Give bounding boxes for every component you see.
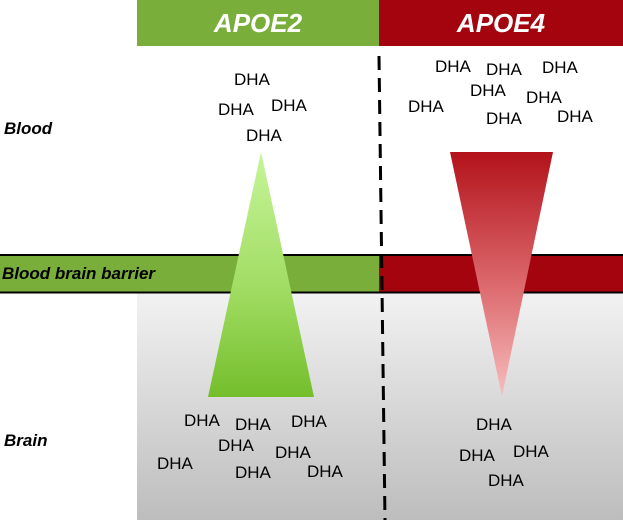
dha-label: DHA — [234, 70, 271, 89]
dha-label: DHA — [542, 58, 579, 77]
dha-label: DHA — [557, 107, 594, 126]
dha-label: DHA — [513, 442, 550, 461]
dha-label: DHA — [218, 436, 255, 455]
dha-label: DHA — [486, 60, 523, 79]
row-label-brain: Brain — [4, 431, 47, 450]
dha-label: DHA — [291, 412, 328, 431]
apoe2-header-bar — [137, 0, 379, 46]
dha-label: DHA — [486, 109, 523, 128]
apoe4-header-bar — [379, 0, 623, 46]
apoe4-transport-triangle — [450, 152, 553, 396]
dha-label: DHA — [246, 126, 283, 145]
apoe2-blood-dha-group: DHA DHA DHA DHA — [218, 70, 308, 145]
dha-label: DHA — [435, 57, 472, 76]
dha-label: DHA — [476, 415, 513, 434]
genotype-divider — [377, 55, 387, 520]
dha-label: DHA — [459, 446, 496, 465]
dha-label: DHA — [307, 462, 344, 481]
brain-region — [137, 293, 623, 520]
dha-label: DHA — [526, 88, 563, 107]
row-label-blood: Blood — [4, 119, 53, 138]
apoe4-brain-dha-group: DHA DHA DHA DHA — [459, 415, 550, 490]
barrier-band-apoe2 — [0, 256, 379, 292]
dha-label: DHA — [157, 454, 194, 473]
apoe4-blood-dha-group: DHA DHA DHA DHA DHA DHA DHA DHA — [408, 57, 594, 128]
dha-label: DHA — [218, 100, 255, 119]
dha-label: DHA — [235, 463, 272, 482]
apoe2-title: APOE2 — [213, 8, 303, 38]
apoe2-transport-triangle — [208, 152, 314, 397]
apoe4-title: APOE4 — [456, 8, 546, 38]
dha-label: DHA — [271, 96, 308, 115]
dha-label: DHA — [408, 97, 445, 116]
dha-label: DHA — [275, 443, 312, 462]
row-label-barrier: Blood brain barrier — [2, 264, 156, 283]
dha-label: DHA — [470, 81, 507, 100]
dha-label: DHA — [235, 415, 272, 434]
dha-label: DHA — [184, 411, 221, 430]
dha-label: DHA — [488, 471, 525, 490]
apoe2-brain-dha-group: DHA DHA DHA DHA DHA DHA DHA DHA — [157, 411, 344, 482]
